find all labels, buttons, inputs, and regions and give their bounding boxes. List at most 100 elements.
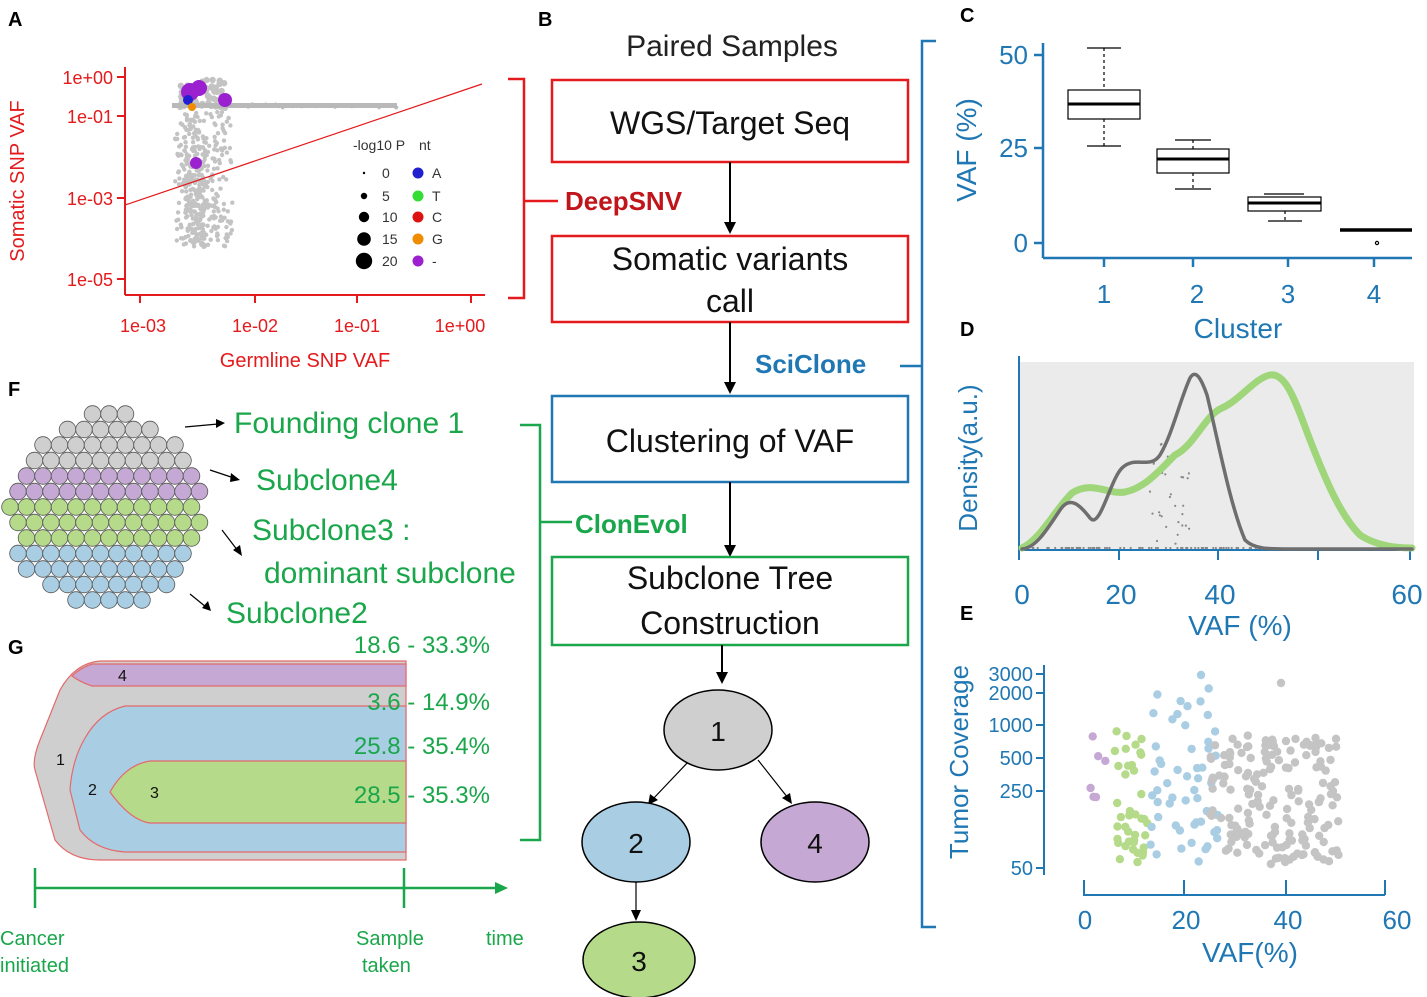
a-grey-point [187, 131, 192, 137]
c-box-4 [1340, 228, 1412, 246]
e-point [1305, 823, 1314, 833]
a-grey-point [194, 203, 199, 208]
f-cell [17, 498, 36, 516]
f-cell [124, 420, 143, 439]
e-point [1246, 753, 1255, 763]
d-rug-point [1164, 546, 1167, 550]
a-grey-point [175, 210, 181, 215]
d-rug-point [1174, 542, 1177, 545]
f-cell [25, 451, 44, 470]
a-grey-point [178, 142, 184, 148]
e-point [1237, 748, 1246, 758]
e-point [1259, 768, 1268, 777]
e-point [1266, 762, 1276, 771]
a-grey-point [192, 119, 198, 125]
e-point [1274, 756, 1284, 765]
g-label-sample: Sample [356, 928, 424, 950]
f-cell [75, 575, 93, 594]
f-cell [116, 529, 135, 547]
e-x-axis-title: VAF(%) [1202, 937, 1298, 968]
f-cell [75, 451, 93, 470]
e-point [1204, 737, 1213, 746]
d-rug-point [1071, 546, 1074, 550]
f-cell [42, 482, 60, 501]
f-cell [34, 498, 52, 516]
b-box-wgs-label: WGS/Target Seq [610, 105, 850, 141]
e-point [1171, 821, 1181, 830]
a-grey-point [192, 216, 198, 221]
a-grey-point [184, 127, 189, 132]
a-grey-point [184, 118, 190, 123]
f-cell [91, 575, 110, 594]
e-point [1091, 792, 1101, 802]
e-point [1290, 758, 1300, 767]
f-cell [141, 513, 159, 532]
a-grey-point [227, 145, 233, 151]
e-point [1294, 784, 1303, 794]
f-cell [91, 482, 110, 501]
a-grey-point [203, 140, 208, 145]
f-cell [190, 513, 209, 532]
e-point [1266, 859, 1276, 869]
a-grey-point [212, 203, 217, 208]
d-rug-point [1147, 546, 1151, 550]
a-ytick-label: 1e-01 [67, 107, 113, 127]
a-grey-point [189, 213, 194, 218]
e-point [1208, 784, 1217, 793]
e-point [1123, 761, 1133, 770]
a-grey-point [188, 207, 193, 212]
e-point [1210, 741, 1220, 750]
a-grey-point [205, 93, 212, 101]
f-cell [50, 467, 69, 485]
e-point [1181, 796, 1190, 805]
f-cell [108, 575, 126, 594]
e-point [1232, 832, 1241, 842]
a-ytick-label: 1e-05 [67, 270, 113, 290]
a-grey-point [184, 161, 189, 167]
d-rug-point [1123, 546, 1126, 550]
a-grey-point [183, 234, 188, 240]
a-grey-point [211, 216, 216, 221]
a-legend-nt-label: G [432, 231, 443, 247]
f-cell [91, 451, 110, 470]
e-point [1133, 857, 1142, 867]
e-ytick-label: 500 [1000, 748, 1033, 770]
a-legend-nt-label: - [432, 253, 437, 269]
e-point [1225, 748, 1235, 757]
e-point [1328, 801, 1337, 810]
d-rug-point [1158, 514, 1161, 517]
c-x-ticks [1102, 258, 1376, 267]
a-grey-point [212, 139, 218, 144]
a-grey-point [183, 144, 189, 149]
a-grey-point [219, 152, 225, 158]
a-grey-point [179, 189, 185, 194]
f-cell [124, 513, 143, 532]
e-point [1298, 830, 1307, 839]
f-label-dominant: dominant subclone [264, 557, 516, 590]
a-grey-point [224, 177, 229, 182]
f-cell [58, 482, 77, 501]
d-rug-point [1181, 524, 1184, 527]
d-rug-point [1087, 546, 1090, 550]
f-cell [58, 451, 77, 470]
d-rug-point [1185, 546, 1188, 550]
a-legend-p-label: 10 [382, 209, 398, 225]
e-point [1121, 770, 1130, 779]
d-rug-point [1152, 462, 1155, 465]
d-xtick-label: 0 [1014, 579, 1030, 610]
f-cell-cluster [1, 405, 209, 609]
a-grey-points [172, 76, 399, 249]
e-point [1221, 846, 1231, 855]
e-point [1328, 786, 1338, 796]
f-cell [166, 560, 184, 578]
e-point [1332, 793, 1342, 802]
d-rug-point [1165, 525, 1168, 529]
a-point-purple [190, 157, 202, 169]
a-grey-point [182, 134, 188, 140]
f-cell [108, 482, 126, 501]
a-grey-point [209, 76, 216, 84]
e-point [1122, 731, 1131, 741]
a-grey-point [188, 192, 194, 197]
a-grey-point [199, 222, 205, 227]
f-cell [25, 482, 44, 501]
